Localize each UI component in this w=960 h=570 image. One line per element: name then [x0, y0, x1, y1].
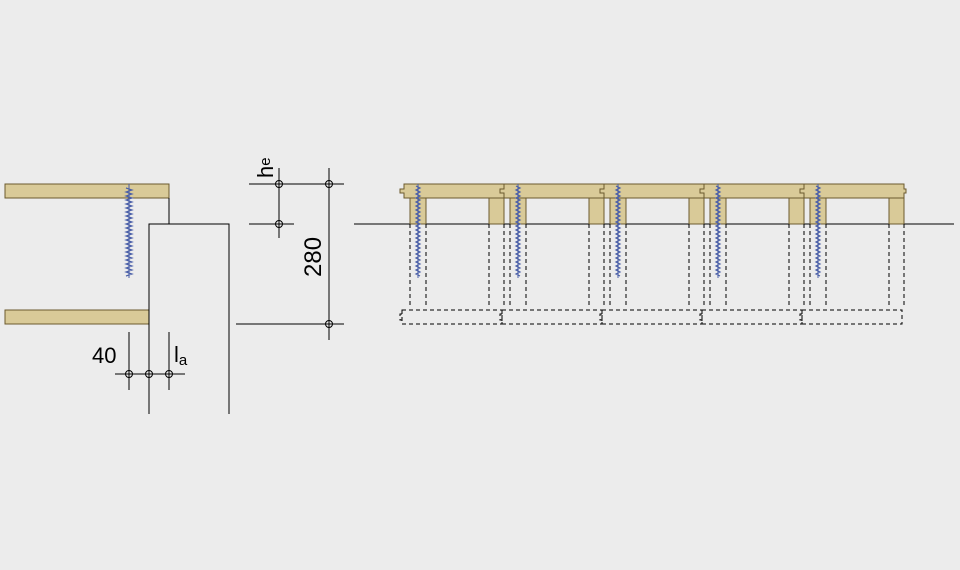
- hidden-lower-board: [399, 309, 503, 325]
- deck-board: [799, 183, 907, 199]
- deck-board: [399, 183, 507, 199]
- screw-thread: [714, 185, 722, 277]
- hidden-bearers: [809, 224, 905, 306]
- section-detail: 40 la: [4, 183, 230, 414]
- dim-label-he: he: [253, 157, 278, 178]
- screw-thread: [514, 185, 522, 277]
- hidden-lower-board: [599, 309, 703, 325]
- screw-thread: [614, 185, 622, 277]
- beam-outline: [148, 198, 230, 414]
- bottom-dimension: [115, 332, 185, 390]
- section-screw: [124, 184, 134, 278]
- deck-module: [699, 183, 807, 325]
- deck-board: [599, 183, 707, 199]
- hidden-lower-board: [499, 309, 603, 325]
- deck-board: [499, 183, 607, 199]
- vertical-dimensions: [236, 168, 344, 340]
- screw-thread: [414, 185, 422, 277]
- dim-label-280: 280: [300, 237, 327, 277]
- deck-module: [399, 183, 507, 325]
- upper-board: [4, 183, 170, 199]
- deck-module: [799, 183, 907, 325]
- hidden-lower-board: [799, 309, 903, 325]
- hidden-bearers: [409, 224, 505, 306]
- bearer-right: [788, 197, 805, 225]
- bearer-right: [688, 197, 705, 225]
- hidden-bearers: [609, 224, 705, 306]
- bearer-right: [888, 197, 905, 225]
- elevation-view: [354, 183, 954, 325]
- dim-label-40: 40: [92, 343, 116, 368]
- hidden-bearers: [509, 224, 605, 306]
- bearer-right: [588, 197, 605, 225]
- hidden-bearers: [709, 224, 805, 306]
- hidden-lower-board: [699, 309, 803, 325]
- deck-module: [599, 183, 707, 325]
- bearer-right: [488, 197, 505, 225]
- lower-board: [4, 309, 150, 325]
- deck-module: [499, 183, 607, 325]
- screw-thread: [814, 185, 822, 277]
- deck-board: [699, 183, 807, 199]
- dim-label-la: la: [174, 342, 188, 369]
